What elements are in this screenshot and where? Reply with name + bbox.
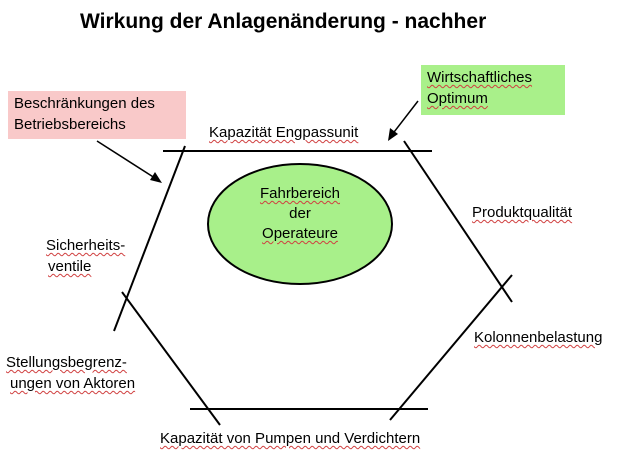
constraints-box: Beschränkungen des Betriebsbereichs — [8, 91, 186, 139]
upper-left-constraint-line — [113, 145, 186, 332]
operating-region-oval — [207, 163, 393, 285]
label-left-top: Sicherheits- ventile — [46, 235, 125, 277]
label-left-top-line-2: ventile — [48, 258, 92, 275]
label-left-top-line-1: Sicherheits- — [46, 237, 126, 254]
center-line-2: der — [289, 205, 311, 222]
label-left-bottom: Stellungsbegrenz- ungen von Aktoren — [6, 352, 135, 394]
label-bottom: Kapazität von Pumpen und Verdichtern — [160, 430, 421, 447]
optimum-arrow-head — [388, 128, 398, 141]
constraints-arrow-head — [150, 172, 162, 183]
operating-region-label: Fahrbereich der Operateure — [210, 184, 390, 244]
optimum-box: Wirtschaftliches Optimum — [421, 65, 565, 115]
label-right-top: Produktqualität — [472, 204, 573, 221]
upper-right-constraint-line — [403, 140, 513, 303]
lower-left-constraint-line — [121, 291, 221, 426]
optimum-line-2: Optimum — [427, 90, 488, 107]
constraints-line-2: Betriebsbereichs — [14, 116, 126, 133]
label-left-bottom-line-2: ungen von Aktoren — [10, 375, 136, 392]
label-right-bottom: Kolonnenbelastung — [474, 329, 603, 346]
optimum-line-1: Wirtschaftliches — [427, 69, 533, 86]
center-line-3: Operateure — [262, 225, 338, 242]
constraints-arrow-line — [96, 140, 159, 181]
label-left-bottom-line-1: Stellungsbegrenz- — [6, 354, 127, 371]
optimum-arrow-line — [390, 100, 419, 137]
center-line-1: Fahrbereich — [259, 185, 341, 202]
label-top: Kapazität Engpassunit — [209, 124, 359, 141]
page-title: Wirkung der Anlagenänderung - nachher — [80, 10, 487, 33]
lower-right-constraint-line — [389, 274, 513, 421]
constraints-line-1: Beschränkungen des — [14, 95, 155, 112]
